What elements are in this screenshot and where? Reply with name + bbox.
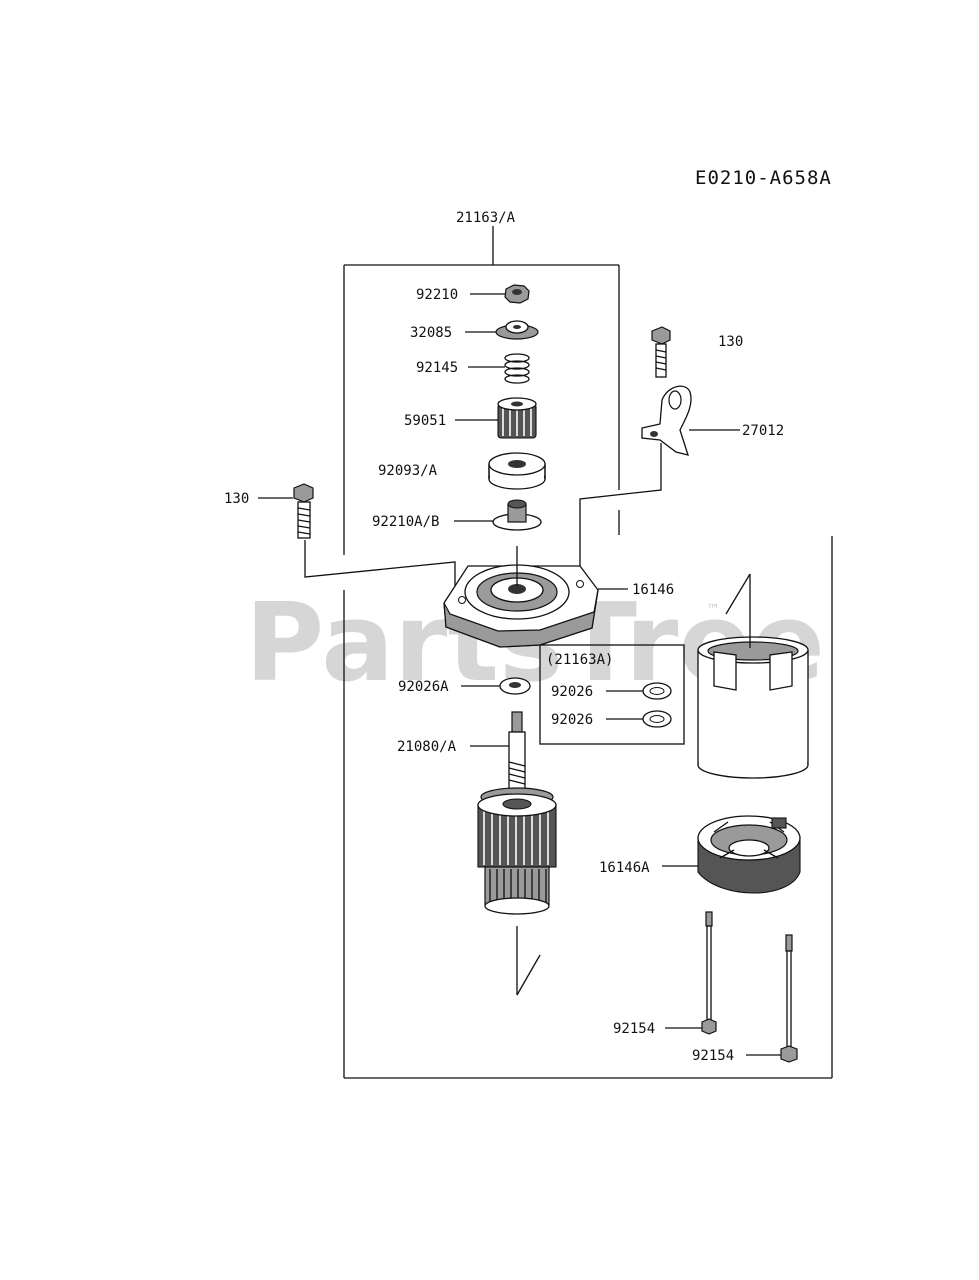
label-bolt-right: 130 [718, 334, 743, 350]
label-cover: 16146 [632, 582, 674, 598]
kit-label: (21163A) [546, 652, 613, 668]
kit-washer-1-part [642, 682, 672, 700]
label-through-bolt-1: 92154 [613, 1021, 655, 1037]
label-assembly: 21163/A [456, 210, 516, 226]
kit-washer-2-part [642, 710, 672, 728]
label-pinion: 59051 [404, 413, 446, 429]
label-end-cover: 16146A [599, 860, 650, 876]
label-kit-washer-1: 92026 [551, 684, 593, 700]
end-cover-part [697, 815, 801, 894]
bolt-left-part [293, 483, 314, 539]
label-drive-collar: 92210A/B [372, 514, 439, 530]
label-armature: 21080/A [397, 739, 457, 755]
label-collar: 32085 [410, 325, 452, 341]
label-bolt-left: 130 [224, 491, 249, 507]
watermark-trademark: ™ [706, 602, 720, 618]
assembly-frame [343, 226, 833, 1079]
label-bracket: 27012 [742, 423, 784, 439]
label-through-bolt-2: 92154 [692, 1048, 734, 1064]
yoke-housing-part [697, 636, 809, 779]
pinion-gear-part [497, 397, 537, 439]
large-washer-part [488, 452, 546, 490]
nut-part [504, 284, 530, 304]
diagram-code: E0210-A658A [695, 167, 832, 189]
bolt-right-part [651, 326, 671, 378]
label-nut: 92210 [416, 287, 458, 303]
kit-box [539, 644, 685, 745]
through-bolt-1-part [701, 911, 717, 1035]
label-spring: 92145 [416, 360, 458, 376]
spring-part [504, 353, 530, 384]
armature-part [477, 711, 557, 915]
small-washer-part [499, 677, 531, 695]
through-bolt-2-part [780, 934, 798, 1063]
bracket-part [641, 385, 692, 456]
drive-collar-part [492, 499, 542, 531]
label-small-washer: 92026A [398, 679, 449, 695]
label-kit-washer-2: 92026 [551, 712, 593, 728]
label-large-washer: 92093/A [378, 463, 438, 479]
collar-part [495, 320, 539, 340]
